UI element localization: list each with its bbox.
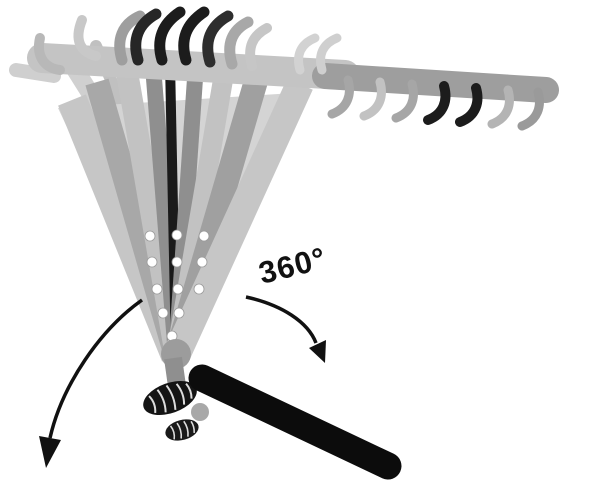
locking-knob-small: [165, 419, 199, 441]
hole: [144, 230, 156, 242]
pivot-hub: [161, 339, 191, 388]
tine: [114, 10, 146, 66]
locking-knob-large: [143, 380, 197, 416]
adjustment-holes: [144, 229, 210, 342]
tine: [359, 77, 386, 121]
tines-top-center: [114, 6, 272, 71]
arrowhead: [309, 340, 326, 363]
knob-body: [165, 419, 199, 441]
tine: [178, 6, 210, 66]
hole: [172, 283, 184, 295]
handle-shaft: [188, 364, 402, 480]
tines-right: [327, 75, 544, 131]
rotation-arrow-right: [245, 295, 326, 363]
tine: [316, 33, 342, 75]
bar-right-segment: [312, 63, 559, 103]
hole: [171, 229, 183, 241]
knurling: [169, 420, 196, 440]
tines-above-right: [294, 33, 342, 75]
washer: [191, 403, 209, 421]
bar-left-segment: [27, 43, 360, 90]
tine: [154, 6, 186, 66]
hole: [193, 283, 205, 295]
tine: [34, 33, 65, 75]
hole: [173, 307, 185, 319]
bar-ghost-stub: [9, 63, 61, 83]
arrow-arc: [48, 298, 144, 439]
rotation-label: 360°: [255, 240, 330, 290]
hole: [171, 256, 183, 268]
hole: [196, 256, 208, 268]
tine: [517, 87, 544, 131]
pivot-neck: [164, 356, 186, 388]
hole: [157, 307, 169, 319]
tine: [224, 16, 254, 70]
tine: [487, 85, 514, 129]
hole: [198, 230, 210, 242]
arrow-arc: [245, 295, 318, 344]
fan-arm: [163, 78, 313, 362]
tine-dark: [423, 81, 451, 125]
tine: [202, 10, 234, 68]
tine: [73, 15, 101, 61]
hole: [146, 256, 158, 268]
tine-dark: [455, 83, 483, 127]
arrowhead: [39, 436, 61, 468]
knob-body: [143, 380, 197, 416]
tine: [327, 75, 354, 119]
knurling: [148, 382, 193, 414]
hole: [151, 283, 163, 295]
tine: [391, 79, 418, 123]
tine: [245, 23, 272, 71]
tine: [294, 33, 320, 75]
tine: [130, 8, 162, 66]
rotation-arrow-left: [39, 298, 144, 468]
tines-top-left: [34, 15, 101, 75]
